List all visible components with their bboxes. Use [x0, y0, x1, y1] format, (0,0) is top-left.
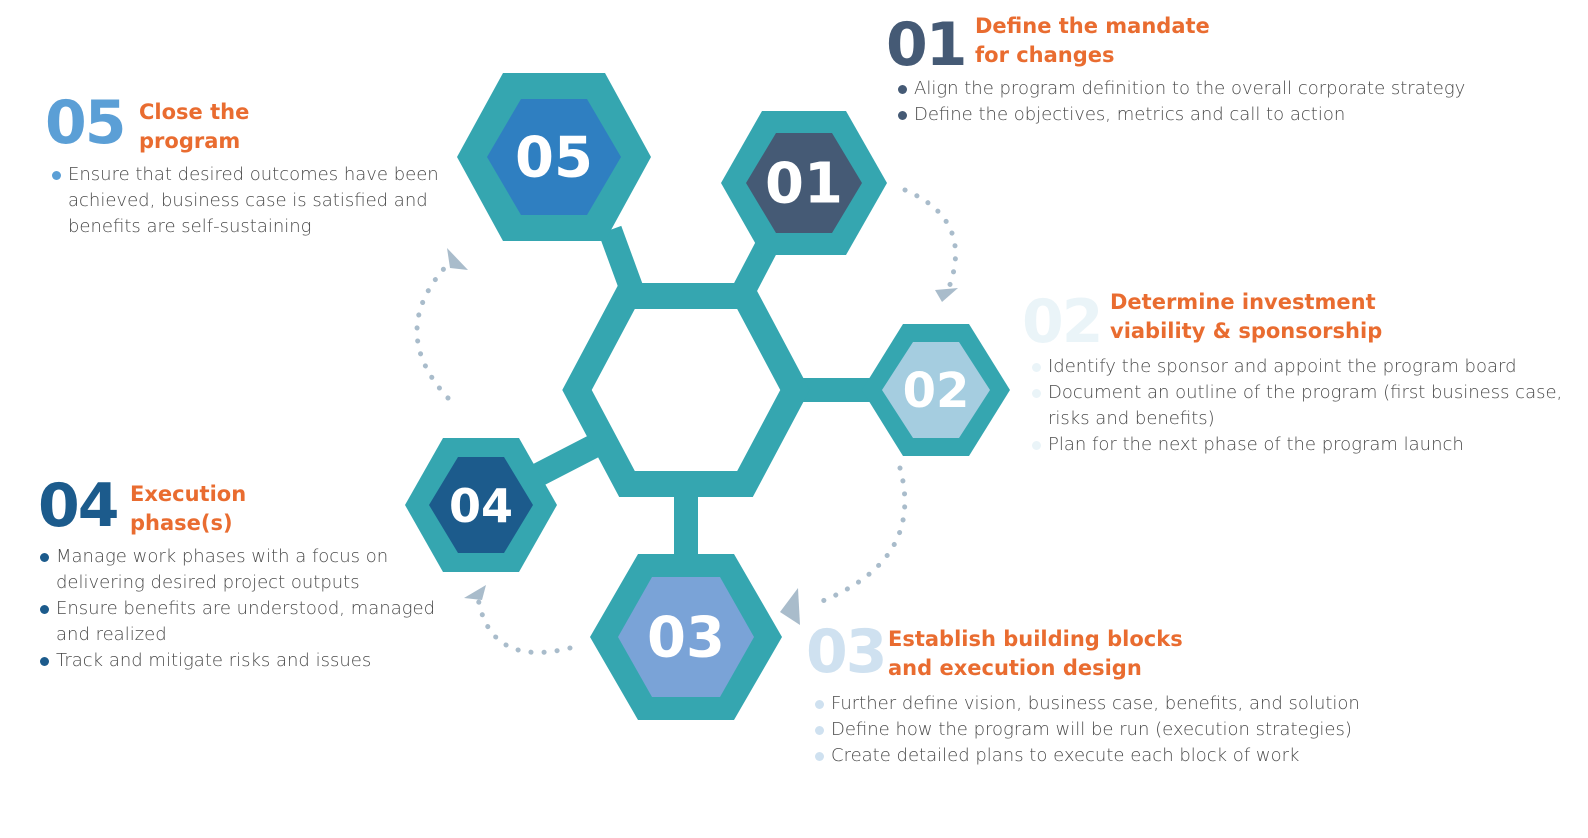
step-01-bullet: Define the objectives, metrics and call …: [898, 102, 1465, 128]
arrow-head-02: [935, 288, 958, 302]
step-04-title-line1: Execution: [130, 482, 247, 506]
hexagon-03-label: 03: [647, 606, 725, 671]
step-04-number: 04: [38, 471, 119, 541]
connector-05: [598, 225, 644, 295]
hexagon-02: 02: [862, 324, 1010, 456]
hexagon-04-label: 04: [449, 479, 513, 533]
step-05-bullets: Ensure that desired outcomes have been a…: [52, 162, 439, 240]
step-04-title-line2: phase(s): [130, 511, 233, 535]
hexagon-03: 03: [590, 554, 782, 720]
hexagon-01: 01: [721, 111, 887, 255]
step-01-bullets: Align the program definition to the over…: [898, 76, 1465, 128]
step-03-title-line2: and execution design: [888, 656, 1142, 680]
step-02-title-line1: Determine investment: [1110, 290, 1376, 314]
step-02-number: 02: [1022, 287, 1103, 357]
connector-04: [530, 433, 604, 487]
step-03-bullet: Further define vision, business case, be…: [815, 691, 1360, 717]
hexagon-04: 04: [405, 438, 557, 572]
arrow-head-04: [464, 585, 486, 600]
step-02-bullet-continued: risks and benefits): [1048, 408, 1215, 429]
step-04-bullet-continued: delivering desired project outputs: [56, 572, 360, 593]
step-05-title-line2: program: [139, 129, 241, 153]
step-05-title-line1: Close the: [139, 100, 250, 124]
flow-arrows: [414, 187, 958, 655]
step-05-bullet: Ensure that desired outcomes have been: [52, 162, 439, 188]
step-01-title-line1: Define the mandate: [975, 14, 1210, 38]
hexagon-05-label: 05: [515, 126, 593, 191]
step-01-number: 01: [886, 10, 967, 80]
step-02-bullet: Document an outline of the program (firs…: [1032, 380, 1562, 406]
step-05-number: 05: [45, 88, 126, 158]
arrow-02-03-path: [817, 465, 908, 605]
step-04-bullet-continued: and realized: [56, 624, 167, 645]
step-03-number: 03: [806, 617, 887, 687]
step-01-bullet: Align the program definition to the over…: [898, 76, 1465, 102]
step-02-bullet: Identify the sponsor and appoint the pro…: [1032, 354, 1562, 380]
step-05-bullet-continued: achieved, business case is satisfied and: [68, 190, 428, 211]
step-04-bullet: Track and mitigate risks and issues: [40, 648, 435, 674]
step-04-bullet: Manage work phases with a focus on: [40, 544, 435, 570]
arrow-heads: [447, 248, 958, 625]
step-03-bullets: Further define vision, business case, be…: [815, 691, 1360, 769]
hexagon-05: 05: [457, 73, 651, 241]
step-02-title-line2: viability & sponsorship: [1110, 319, 1383, 343]
arrow-03-04-path: [475, 595, 573, 655]
step-02-bullet: Plan for the next phase of the program l…: [1032, 432, 1562, 458]
step-02-bullets: Identify the sponsor and appoint the pro…: [1032, 354, 1562, 458]
arrow-head-03: [780, 588, 800, 625]
arrow-head-05: [447, 248, 468, 270]
hexagon-02-label: 02: [903, 363, 970, 419]
step-04-bullet: Ensure benefits are understood, managed: [40, 596, 435, 622]
arrow-01-02-path: [902, 187, 958, 293]
step-04-bullets: Manage work phases with a focus on deliv…: [40, 544, 435, 674]
step-01-title-line2: for changes: [975, 43, 1115, 67]
arrow-04-05-path: [414, 259, 453, 401]
center-hexagon: [562, 283, 810, 497]
hexagon-01-label: 01: [765, 152, 843, 217]
step-03-bullet: Define how the program will be run (exec…: [815, 717, 1360, 743]
step-03-bullet: Create detailed plans to execute each bl…: [815, 743, 1360, 769]
step-03-title-line1: Establish building blocks: [888, 627, 1183, 651]
step-05-bullet-continued: benefits are self-sustaining: [68, 216, 312, 237]
